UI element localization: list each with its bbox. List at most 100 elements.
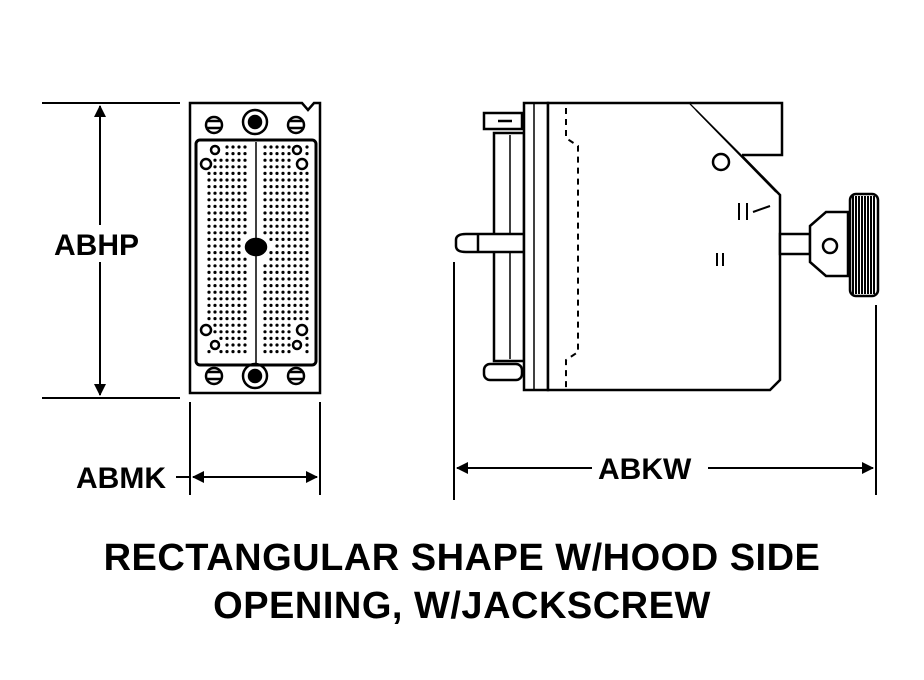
contact-pin bbox=[207, 297, 211, 301]
contact-pin bbox=[231, 257, 235, 261]
contact-pin bbox=[237, 336, 241, 340]
contact-pin bbox=[219, 204, 223, 208]
contact-field bbox=[207, 145, 309, 354]
contact-pin bbox=[243, 185, 247, 189]
contact-pin bbox=[269, 336, 273, 340]
contact-pin bbox=[219, 330, 223, 334]
contact-pin bbox=[287, 237, 291, 241]
contact-pin bbox=[263, 323, 267, 327]
contact-pin bbox=[237, 198, 241, 202]
contact-pin bbox=[237, 251, 241, 255]
contact-pin bbox=[269, 185, 273, 189]
contact-pin bbox=[231, 244, 235, 248]
contact-pin bbox=[269, 264, 273, 268]
contact-pin bbox=[231, 251, 235, 255]
contact-pin bbox=[237, 343, 241, 347]
contact-pin bbox=[231, 191, 235, 195]
contact-pin bbox=[225, 191, 229, 195]
contact-pin bbox=[225, 204, 229, 208]
contact-pin bbox=[275, 152, 279, 156]
contact-pin bbox=[305, 317, 309, 321]
contact-pin bbox=[299, 303, 303, 307]
caption-line-1: RECTANGULAR SHAPE W/HOOD SIDE bbox=[103, 537, 821, 579]
contact-pin bbox=[305, 244, 309, 248]
contact-pin bbox=[287, 297, 291, 301]
contact-pin bbox=[275, 171, 279, 175]
contact-pin bbox=[231, 145, 235, 149]
contact-pin bbox=[281, 317, 285, 321]
contact-pin bbox=[263, 171, 267, 175]
contact-pin bbox=[275, 165, 279, 169]
contact-pin bbox=[213, 165, 217, 169]
contact-pin bbox=[207, 211, 211, 215]
contact-pin bbox=[293, 231, 297, 235]
contact-pin bbox=[293, 270, 297, 274]
contact-pin bbox=[287, 198, 291, 202]
contact-pin bbox=[219, 303, 223, 307]
contact-pin bbox=[237, 218, 241, 222]
contact-pin bbox=[263, 310, 267, 314]
contact-pin bbox=[275, 270, 279, 274]
contact-pin bbox=[263, 284, 267, 288]
contact-pin bbox=[213, 284, 217, 288]
contact-pin bbox=[299, 277, 303, 281]
contact-pin bbox=[293, 171, 297, 175]
contact-pin bbox=[231, 231, 235, 235]
contact-pin bbox=[281, 343, 285, 347]
contact-pin bbox=[213, 204, 217, 208]
contact-pin bbox=[281, 145, 285, 149]
contact-pin bbox=[225, 310, 229, 314]
contact-pin bbox=[299, 185, 303, 189]
contact-pin bbox=[237, 231, 241, 235]
contact-pin bbox=[293, 277, 297, 281]
contact-pin bbox=[293, 198, 297, 202]
contact-pin bbox=[219, 178, 223, 182]
contact-pin bbox=[225, 237, 229, 241]
contact-pin bbox=[305, 284, 309, 288]
contact-pin bbox=[305, 277, 309, 281]
contact-pin bbox=[219, 257, 223, 261]
contact-pin bbox=[213, 310, 217, 314]
contact-pin bbox=[263, 270, 267, 274]
contact-pin bbox=[213, 218, 217, 222]
contact-pin bbox=[237, 191, 241, 195]
contact-pin bbox=[269, 277, 273, 281]
contact-pin bbox=[305, 145, 309, 149]
contact-pin bbox=[287, 277, 291, 281]
contact-pin bbox=[287, 310, 291, 314]
contact-pin bbox=[299, 317, 303, 321]
contact-pin bbox=[225, 198, 229, 202]
contact-pin bbox=[281, 244, 285, 248]
contact-pin bbox=[231, 350, 235, 354]
contact-pin bbox=[219, 185, 223, 189]
contact-pin bbox=[219, 198, 223, 202]
contact-pin bbox=[219, 224, 223, 228]
contact-pin bbox=[269, 257, 273, 261]
contact-pin bbox=[237, 310, 241, 314]
contact-pin bbox=[207, 185, 211, 189]
contact-pin bbox=[213, 185, 217, 189]
contact-pin bbox=[275, 145, 279, 149]
dimension-lines bbox=[42, 102, 877, 500]
contact-pin bbox=[219, 336, 223, 340]
contact-pin bbox=[281, 218, 285, 222]
contact-pin bbox=[281, 264, 285, 268]
contact-pin bbox=[225, 336, 229, 340]
contact-pin bbox=[243, 152, 247, 156]
contact-pin bbox=[207, 317, 211, 321]
contact-pin bbox=[225, 323, 229, 327]
contact-pin bbox=[293, 303, 297, 307]
contact-pin bbox=[243, 165, 247, 169]
hood-markings bbox=[716, 203, 771, 266]
contact-pin bbox=[269, 310, 273, 314]
contact-pin bbox=[281, 165, 285, 169]
contact-pin bbox=[237, 165, 241, 169]
contact-pin bbox=[219, 284, 223, 288]
contact-pin bbox=[243, 178, 247, 182]
contact-pin bbox=[243, 330, 247, 334]
contact-pin bbox=[293, 251, 297, 255]
contact-pin bbox=[293, 297, 297, 301]
contact-pin bbox=[281, 198, 285, 202]
bottom-latch-tab bbox=[482, 362, 524, 382]
